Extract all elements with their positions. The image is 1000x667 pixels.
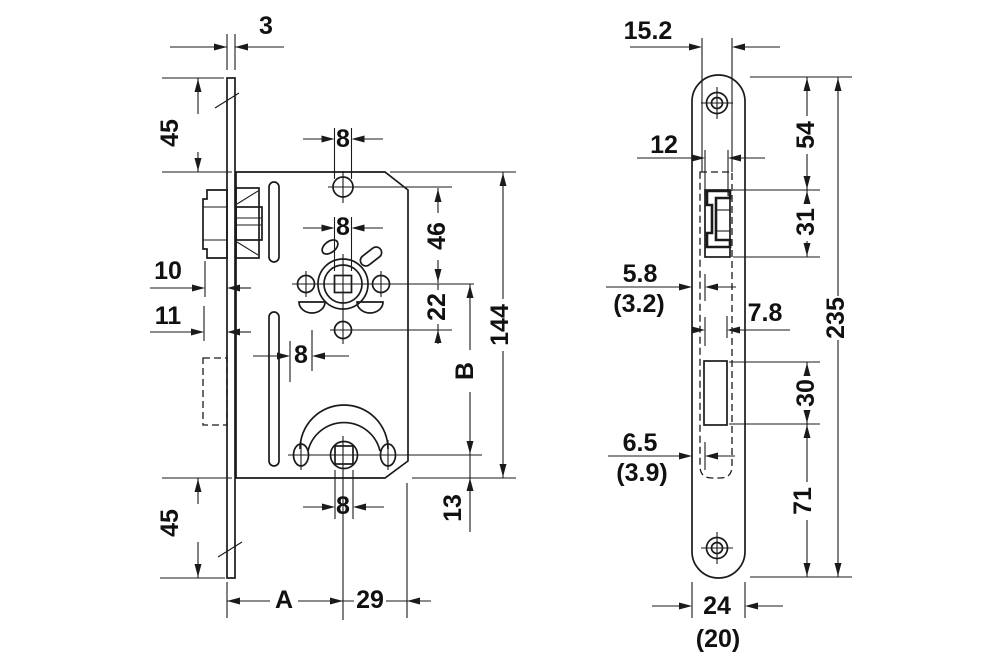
axis-lines [288,171,482,620]
spring-slot [321,239,339,255]
dim-label-case-height: 144 [486,304,514,346]
latch-bolt-head [202,189,228,259]
faceplate-edge [226,77,236,579]
dim-label-bolt-inner-offset: 7.8 [748,299,783,327]
follower-detail [298,301,326,314]
dim-label-spindle-to-hole: 22 [423,293,451,321]
case-hidden-outline [699,171,733,479]
dim-label-hole-to-spindle: 46 [423,222,451,250]
wc-arc-outer [299,404,389,450]
dim-label-plate-top-overhang: 45 [156,119,184,147]
latch-flange [235,206,263,241]
dim-label-plate-bottom-overhang: 45 [156,509,184,537]
dim-label-case-thickness: 15.2 [624,17,673,45]
deadbolt-window [703,360,728,426]
dim-label-deadbolt-projection: 11 [155,302,182,330]
latch-bolt-body [235,187,260,259]
latch-bevel-line [236,190,259,205]
dimension-lines [606,43,842,610]
wc-arc-inner [307,421,381,452]
lock-case-outline [235,171,409,479]
follower-detail [356,301,384,314]
extension-lines [160,34,516,618]
dim-label-screw-hole-width: 8 [336,125,350,153]
dim-label-top-to-latch: 54 [792,121,820,149]
dim-label-wc-to-bottom: 13 [439,494,467,522]
deadbolt-dashed [202,357,228,426]
case-slot [268,311,280,467]
dimension-lines [150,43,507,605]
dim-label-bolt-to-bottom: 71 [789,487,817,515]
dim-label-plate-width-alt: (20) [696,625,740,653]
dim-label-bolt-offset: 6.5 [623,429,658,457]
dim-label-latch-window-width: 12 [650,131,678,159]
dim-label-bolt-window-height: 30 [792,379,820,407]
dim-label-bolt-offset-alt: (3.9) [616,459,667,487]
dim-label-spindle-square: 8 [336,213,350,241]
lock-case-side-view [150,34,516,620]
spring-slot [359,246,383,267]
break-mark [214,92,240,109]
dim-label-plate-width: 24 [703,592,731,620]
dim-label-latch-offset: 5.8 [623,260,658,288]
dimension-labels: 3 45 8 46 22 B 144 10 11 8 8 8 13 45 A 2… [154,12,850,653]
break-mark [217,541,243,558]
dim-label-distance-b: B [451,362,479,380]
dim-label-wc-square: 8 [336,492,350,520]
dim-label-latch-offset-alt: (3.2) [613,290,664,318]
screw-hole-bottom [701,532,733,564]
screw-hole-top [701,87,733,119]
dim-label-latch-window-height: 31 [792,208,820,236]
dim-label-plate-thickness: 3 [259,12,273,40]
case-slot [268,181,280,263]
dim-label-case-depth: 29 [356,586,384,614]
latch-bolt-front [705,189,732,249]
latch-bevel-line [236,241,259,256]
dim-label-backset-a: A [275,586,293,614]
dim-label-latch-projection: 10 [154,257,182,285]
dim-label-slot-width: 8 [294,341,308,369]
faceplate-front-view [606,38,852,618]
dim-label-plate-height: 235 [822,297,850,339]
